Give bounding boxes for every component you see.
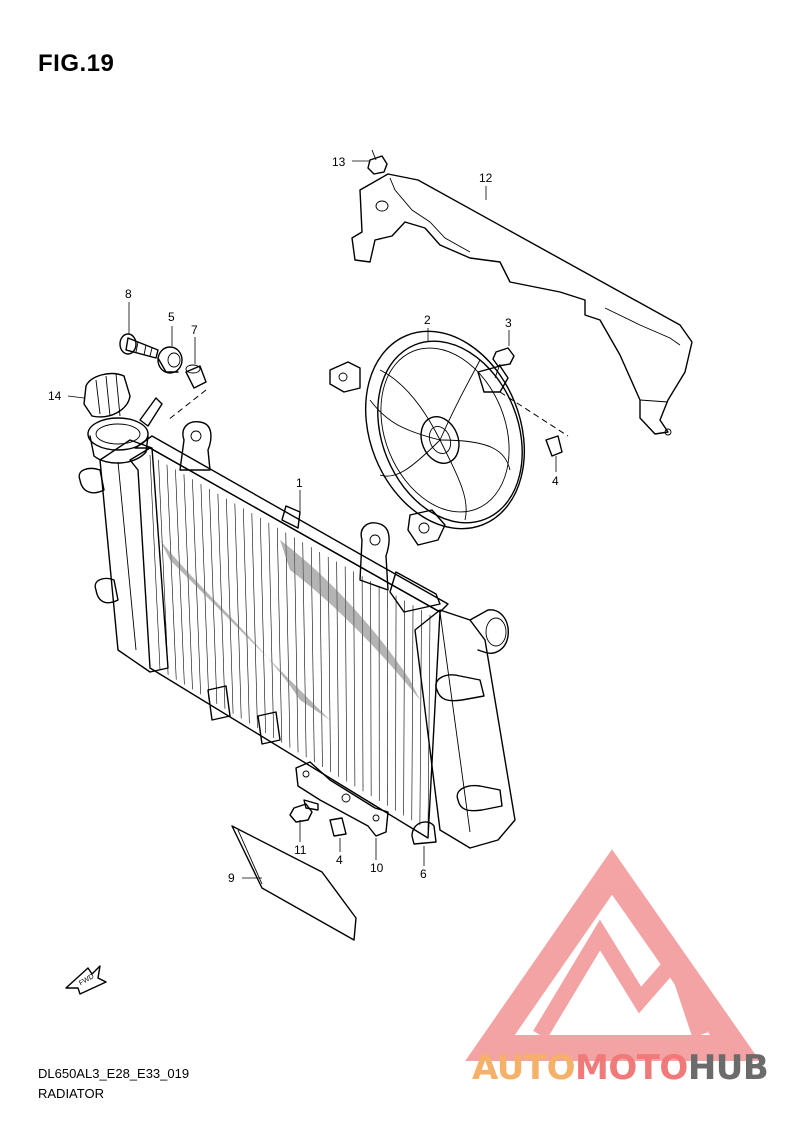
figure-title: FIG.19 xyxy=(38,50,115,77)
callout-8: 8 xyxy=(125,287,132,301)
callout-4-upper: 4 xyxy=(552,474,559,488)
radiator-fin-line xyxy=(192,479,201,695)
clip-fastener xyxy=(367,149,388,175)
radiator-fin-line xyxy=(353,571,356,787)
radiator-fin-line xyxy=(234,503,242,719)
mount-bolt xyxy=(119,333,159,359)
lower-bracket xyxy=(295,761,389,837)
callout-12: 12 xyxy=(479,171,493,185)
radiator-fin-line xyxy=(217,493,226,709)
callout-1: 1 xyxy=(296,476,303,490)
callout-9: 9 xyxy=(228,871,235,885)
leader-lines xyxy=(67,160,557,879)
rubber-cushion xyxy=(411,821,437,845)
callout-5: 5 xyxy=(168,310,175,324)
radiator-fin-line xyxy=(403,600,405,816)
radiator-fin-line xyxy=(419,610,422,826)
radiator-fin-line xyxy=(183,474,193,690)
radiator-fin-line xyxy=(370,581,372,797)
cooling-fan-assembly xyxy=(329,330,526,546)
diagram-code: DL650AL3_E28_E33_019 xyxy=(38,1066,190,1081)
callout-10: 10 xyxy=(370,861,384,875)
radiator-fin-line xyxy=(395,595,397,811)
spacer-collar xyxy=(185,364,207,389)
radiator-fin-line xyxy=(285,532,291,748)
radiator-fin-line xyxy=(243,508,250,724)
callout-3: 3 xyxy=(505,316,512,330)
watermark-logo xyxy=(465,849,760,1061)
radiator-fin-line xyxy=(149,454,161,671)
radiator-core xyxy=(78,397,516,849)
watermark-part-hub: HUB xyxy=(687,1048,769,1088)
radiator-fin-line xyxy=(209,488,218,704)
radiator-fin-line xyxy=(251,513,258,729)
callout-2: 2 xyxy=(424,313,431,327)
watermark-part-moto: MOTO xyxy=(574,1048,688,1088)
nut-clip-upper xyxy=(545,435,563,457)
radiator-cap xyxy=(83,372,131,418)
fan-bolt xyxy=(492,347,515,379)
callout-11: 11 xyxy=(294,843,307,857)
radiator-fin-line xyxy=(175,469,185,685)
forward-direction-arrow: FWD xyxy=(65,965,107,995)
watermark-text: AUTOMOTOHUB xyxy=(472,1048,769,1088)
diagram-name: RADIATOR xyxy=(38,1086,104,1101)
radiator-fin-line xyxy=(344,566,348,782)
callout-14: 14 xyxy=(48,389,62,403)
radiator-fin-line xyxy=(427,614,431,831)
radiator-fin-line xyxy=(166,464,177,680)
radiator-fin-line xyxy=(260,518,266,734)
watermark-part-auto: AUTO xyxy=(472,1048,575,1088)
nut-clip-lower xyxy=(329,817,347,837)
callout-6: 6 xyxy=(420,867,427,881)
rubber-grommet xyxy=(157,346,183,374)
callout-4-lower: 4 xyxy=(336,853,343,867)
radiator-fin-line xyxy=(361,576,364,792)
radiator-fin-line xyxy=(226,498,234,714)
callout-7: 7 xyxy=(191,323,198,337)
radiator-fin-line xyxy=(411,605,414,821)
bracket-bolt xyxy=(289,799,319,823)
radiator-fin-line xyxy=(276,527,283,743)
radiator-fin-line xyxy=(268,522,274,738)
fan-shroud-bracket xyxy=(351,173,693,436)
callout-13: 13 xyxy=(332,155,346,169)
